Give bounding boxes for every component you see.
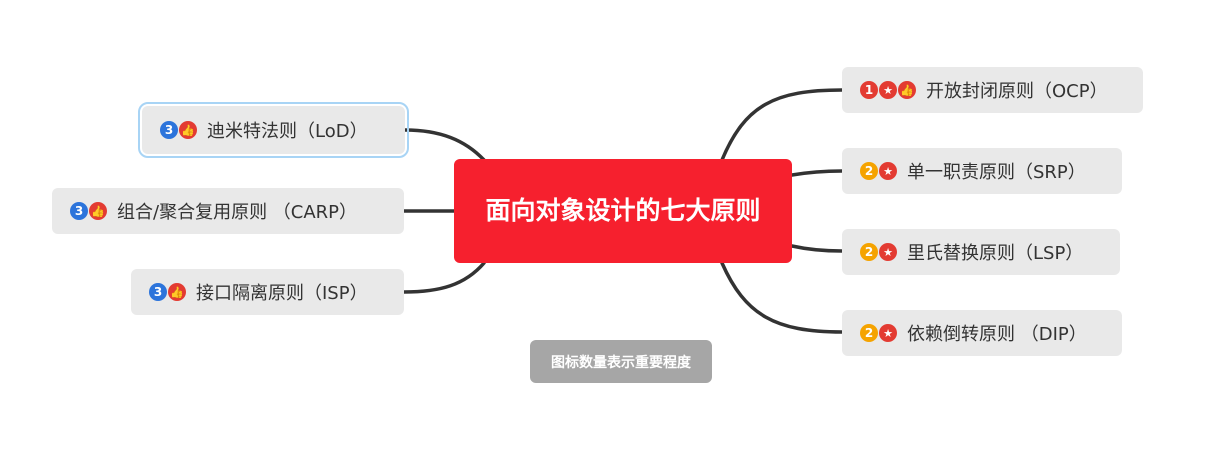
legend-note-label: 图标数量表示重要程度 [551,354,691,371]
topic-label: 开放封闭原则（OCP） [926,81,1108,102]
topic-isp[interactable]: 3 👍 接口隔离原则（ISP） [131,269,404,315]
thumbs-up-icon: 👍 [898,81,916,99]
thumbs-up-icon: 👍 [179,121,197,139]
topic-markers: 3 👍 [70,202,107,220]
topic-label: 里氏替换原则（LSP） [907,243,1084,264]
priority-2-icon: 2 [860,324,878,342]
connector-lsp [790,244,844,253]
connector-ocp [720,88,844,162]
priority-2-icon: 2 [860,162,878,180]
star-icon: ★ [879,162,897,180]
topic-lod[interactable]: 3 👍 迪米特法则（LoD） [138,102,409,158]
topic-dip[interactable]: 2 ★ 依赖倒转原则 （DIP） [842,310,1122,356]
star-icon: ★ [879,243,897,261]
topic-markers: 2 ★ [860,324,897,342]
priority-1-icon: 1 [860,81,878,99]
star-icon: ★ [879,81,897,99]
priority-2-icon: 2 [860,243,878,261]
topic-markers: 3 👍 [149,283,186,301]
topic-srp[interactable]: 2 ★ 单一职责原则（SRP） [842,148,1122,194]
topic-label: 依赖倒转原则 （DIP） [907,324,1087,345]
topic-ocp[interactable]: 1 ★ 👍 开放封闭原则（OCP） [842,67,1143,113]
priority-3-icon: 3 [160,121,178,139]
star-icon: ★ [879,324,897,342]
central-topic-label: 面向对象设计的七大原则 [485,196,761,225]
connector-lod [403,128,486,162]
topic-label: 组合/聚合复用原则 （CARP） [117,202,358,223]
topic-carp[interactable]: 3 👍 组合/聚合复用原则 （CARP） [52,188,404,234]
connector-dip [720,261,844,334]
priority-3-icon: 3 [149,283,167,301]
connector-isp [402,261,486,294]
topic-lsp[interactable]: 2 ★ 里氏替换原则（LSP） [842,229,1120,275]
thumbs-up-icon: 👍 [89,202,107,220]
topic-label: 迪米特法则（LoD） [207,121,368,142]
topic-label: 单一职责原则（SRP） [907,162,1086,183]
priority-3-icon: 3 [70,202,88,220]
topic-markers: 2 ★ [860,243,897,261]
legend-note[interactable]: 图标数量表示重要程度 [530,340,712,383]
connector-srp [790,169,844,177]
topic-label: 接口隔离原则（ISP） [196,283,368,304]
thumbs-up-icon: 👍 [168,283,186,301]
central-topic[interactable]: 面向对象设计的七大原则 [454,159,792,263]
topic-markers: 2 ★ [860,162,897,180]
topic-markers: 1 ★ 👍 [860,81,916,99]
topic-markers: 3 👍 [160,121,197,139]
